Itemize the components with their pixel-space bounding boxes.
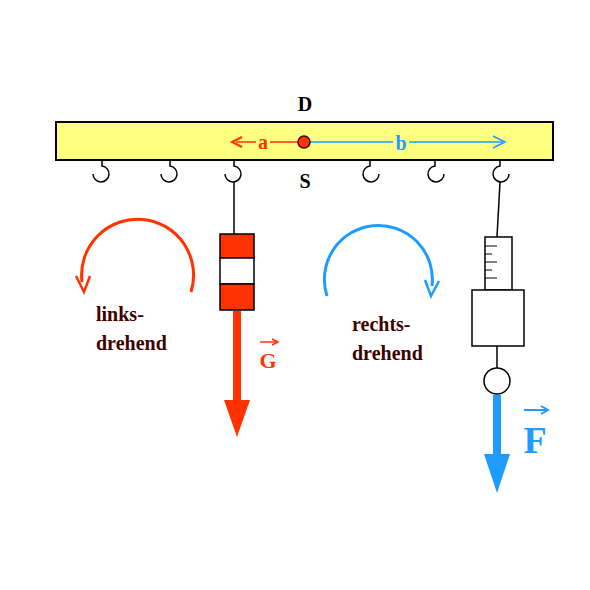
force-f-head	[484, 454, 510, 493]
scale-tick	[485, 246, 497, 247]
scale-string	[497, 182, 500, 237]
scale-ticks	[485, 246, 497, 278]
vector-arrow-f	[524, 409, 546, 411]
scale-tube	[485, 237, 512, 290]
scale-tick	[485, 254, 492, 255]
scale-tick	[485, 262, 497, 263]
pivot-point	[298, 136, 310, 148]
rotation-label: rechts- drehend	[352, 310, 452, 368]
rotation-label: links- drehend	[96, 300, 196, 358]
force-label: F	[523, 421, 546, 459]
weight-string	[233, 182, 235, 234]
centre-label: S	[299, 171, 310, 191]
rotation-left-arrow	[82, 219, 194, 292]
scale-ring	[484, 368, 510, 394]
force-label: G	[259, 350, 276, 372]
scale-tick	[485, 270, 492, 271]
scale-tick	[485, 278, 497, 279]
weight-body	[220, 234, 254, 310]
rotation-right-arrow	[324, 225, 432, 296]
scale-body	[472, 290, 524, 346]
force-g-shaft	[233, 311, 241, 405]
arm-label: b	[393, 132, 408, 154]
lever-bar	[56, 122, 553, 160]
force-f-shaft	[493, 395, 501, 458]
vector-arrow-g	[260, 341, 276, 343]
force-g-head	[224, 400, 250, 437]
arm-a-head	[232, 137, 242, 147]
arm-b-head	[493, 136, 505, 148]
pivot-label: D	[298, 94, 312, 114]
arm-label: a	[256, 131, 270, 153]
